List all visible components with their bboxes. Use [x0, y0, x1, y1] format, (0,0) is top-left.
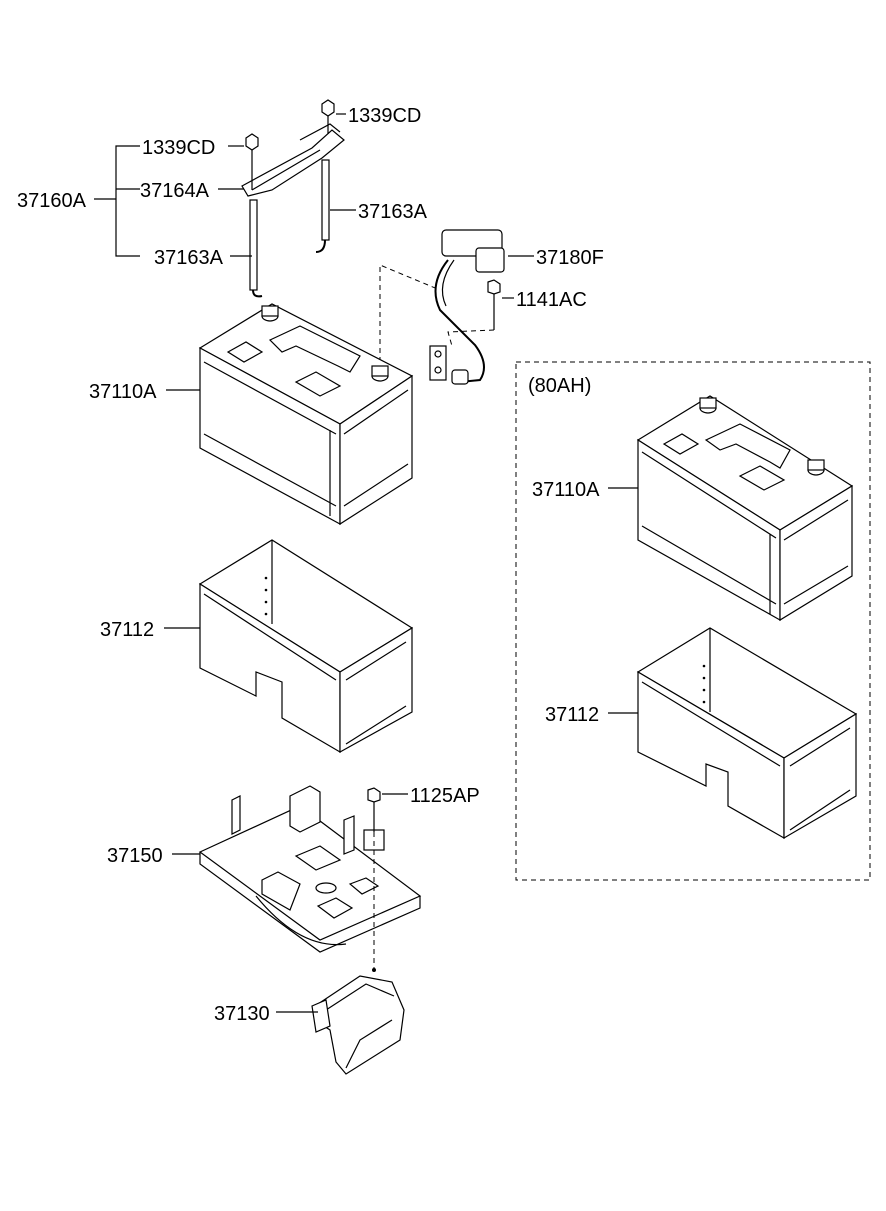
rod-left [249, 199, 263, 298]
callout-insulator: 37112 [100, 619, 154, 641]
cable-bolt-icon [487, 279, 501, 330]
terminal-icon [699, 397, 717, 414]
terminal-icon [807, 459, 825, 476]
variant-label: (80AH) [528, 375, 591, 397]
callout-clamp-assembly: 37160A [17, 190, 87, 212]
variant-callout-battery: 37110A [532, 479, 600, 501]
rod-right [315, 159, 330, 253]
battery-tray [198, 785, 422, 953]
variant-box: (80AH) 37110A [515, 361, 871, 881]
callout-clamp: 37164A [140, 180, 210, 202]
callout-tray-bracket: 37130 [214, 1003, 270, 1025]
terminal-icon [371, 365, 389, 382]
battery [198, 303, 414, 526]
callout-battery: 37110A [89, 381, 157, 403]
callout-cable: 37180F [536, 247, 604, 269]
variant-callout-insulator: 37112 [545, 704, 599, 726]
callout-rod-left: 37163A [154, 247, 224, 269]
callout-bolt-top-left: 1339CD [142, 137, 215, 159]
bolt-icon [321, 99, 335, 134]
bolt-icon [245, 133, 259, 190]
callout-cable-bolt: 1141AC [516, 289, 587, 311]
tray-bolt-icon [367, 787, 381, 832]
variant-insulator [636, 627, 858, 840]
clamp-assembly [241, 99, 345, 298]
callout-bolt-top-right: 1339CD [348, 105, 421, 127]
callout-tray-bolt: 1125AP [410, 785, 480, 807]
terminal-icon [261, 305, 279, 322]
battery-insulator [198, 539, 414, 754]
callout-rod-right: 37163A [358, 201, 428, 223]
variant-battery [636, 395, 854, 622]
tray-bracket [311, 968, 405, 1075]
battery-cable [429, 229, 505, 385]
callout-tray: 37150 [107, 845, 163, 867]
